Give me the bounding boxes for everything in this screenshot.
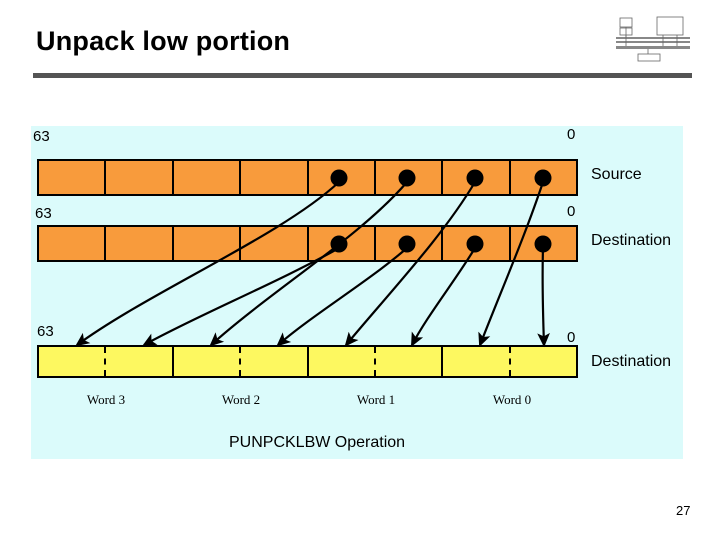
source-byte-6 [106,161,174,194]
result-byte-1 [443,347,511,376]
cpu-block-diagram-logo [616,16,690,62]
page-title: Unpack low portion [36,26,291,56]
result-byte-5 [174,347,242,376]
word-label-0: Word 0 [492,392,532,407]
result-byte-4 [241,347,309,376]
destination-lsb-label: 0 [567,203,576,220]
operation-caption: PUNPCKLBW Operation [229,434,406,451]
source-byte-5 [174,161,242,194]
destination-byte-6 [106,227,174,260]
result-row-label: Destination [591,353,672,370]
destination-byte-4 [241,227,309,260]
destination-row-label: Destination [591,232,672,249]
destination-msb-label: 63 [35,205,52,222]
destination-byte-3 [309,227,376,260]
word-label-3: Word 3 [86,392,126,407]
tap-dots [330,169,552,253]
register-destination [37,225,578,262]
title-divider [33,73,692,78]
word-label-1: Word 1 [356,392,396,407]
result-byte-3 [309,347,376,376]
result-byte-7 [39,347,107,376]
mapping-arrows [75,169,552,348]
page-number: 27 [676,503,691,518]
source-byte-1 [443,161,511,194]
diagram-panel: 63 0 Source 63 0 Destination 6 [31,126,683,459]
destination-byte-2 [376,227,444,260]
source-lsb-label: 0 [567,126,576,143]
register-source [37,159,578,196]
result-byte-6 [106,347,174,376]
result-msb-label: 63 [37,323,54,340]
destination-byte-7 [39,227,107,260]
source-byte-7 [39,161,107,194]
destination-byte-5 [174,227,242,260]
source-byte-3 [309,161,376,194]
word-label-2: Word 2 [221,392,261,407]
result-lsb-label: 0 [567,329,576,346]
source-msb-label: 63 [33,128,50,145]
source-row-label: Source [591,166,642,183]
destination-byte-1 [443,227,511,260]
source-byte-4 [241,161,309,194]
source-byte-2 [376,161,444,194]
register-result [37,345,578,378]
result-byte-2 [376,347,444,376]
